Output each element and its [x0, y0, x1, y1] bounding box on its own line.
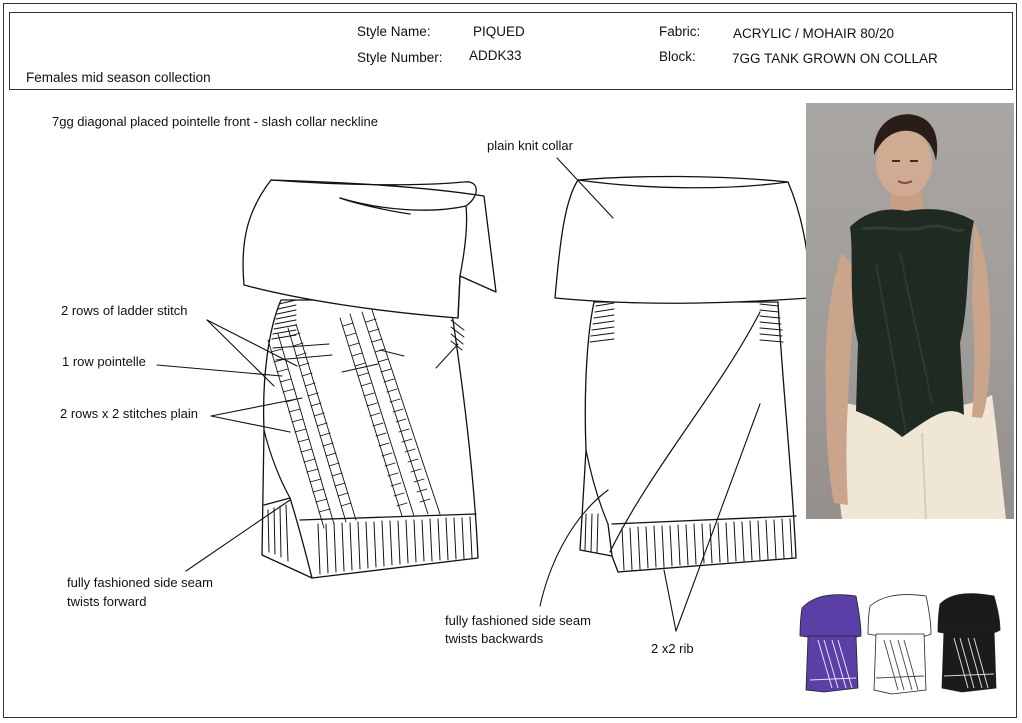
- callout-rows-plain: 2 rows x 2 stitches plain: [60, 406, 199, 421]
- back-hem-rib: [584, 513, 793, 571]
- callout-side-seam-forward-line2: twists forward: [67, 594, 147, 609]
- callout-rib: 2 x2 rib: [651, 641, 694, 656]
- front-armhole-marks: [271, 299, 465, 351]
- colorway-white: [867, 594, 932, 695]
- style-number-label: Style Number:: [357, 50, 443, 65]
- callout-pointelle-row: 1 row pointelle: [62, 354, 146, 369]
- callout-ladder-stitch: 2 rows of ladder stitch: [61, 303, 188, 318]
- pointelle-panel-2: [339, 309, 441, 517]
- callout-lines: [156, 157, 761, 632]
- colorway-black: [937, 593, 1001, 693]
- callout-side-seam-backward-line2: twists backwards: [445, 631, 544, 646]
- block-label: Block:: [659, 49, 696, 64]
- callout-side-seam-backward-line1: fully fashioned side seam: [445, 613, 591, 628]
- fabric-label: Fabric:: [659, 24, 701, 39]
- style-number-value: ADDK33: [469, 48, 522, 63]
- model-photo: [806, 103, 1014, 519]
- back-view-sketch: [554, 175, 811, 573]
- header-box: [9, 12, 1013, 90]
- pointelle-panel-1: [267, 323, 357, 529]
- back-armhole-marks: [589, 302, 784, 343]
- colorway-purple: [799, 594, 862, 693]
- block-value: 7GG TANK GROWN ON COLLAR: [732, 51, 938, 66]
- front-hem-rib: [267, 504, 473, 575]
- sheet-border: [3, 3, 1017, 718]
- style-description: 7gg diagonal placed pointelle front - sl…: [52, 114, 378, 129]
- front-view-sketch: [242, 179, 497, 579]
- style-name-label: Style Name:: [357, 24, 431, 39]
- callout-plain-knit-collar: plain knit collar: [487, 138, 573, 153]
- collection-title: Females mid season collection: [26, 70, 211, 85]
- fabric-value: ACRYLIC / MOHAIR 80/20: [733, 26, 895, 41]
- style-name-value: PIQUED: [473, 24, 525, 39]
- callout-side-seam-forward-line1: fully fashioned side seam: [67, 575, 213, 590]
